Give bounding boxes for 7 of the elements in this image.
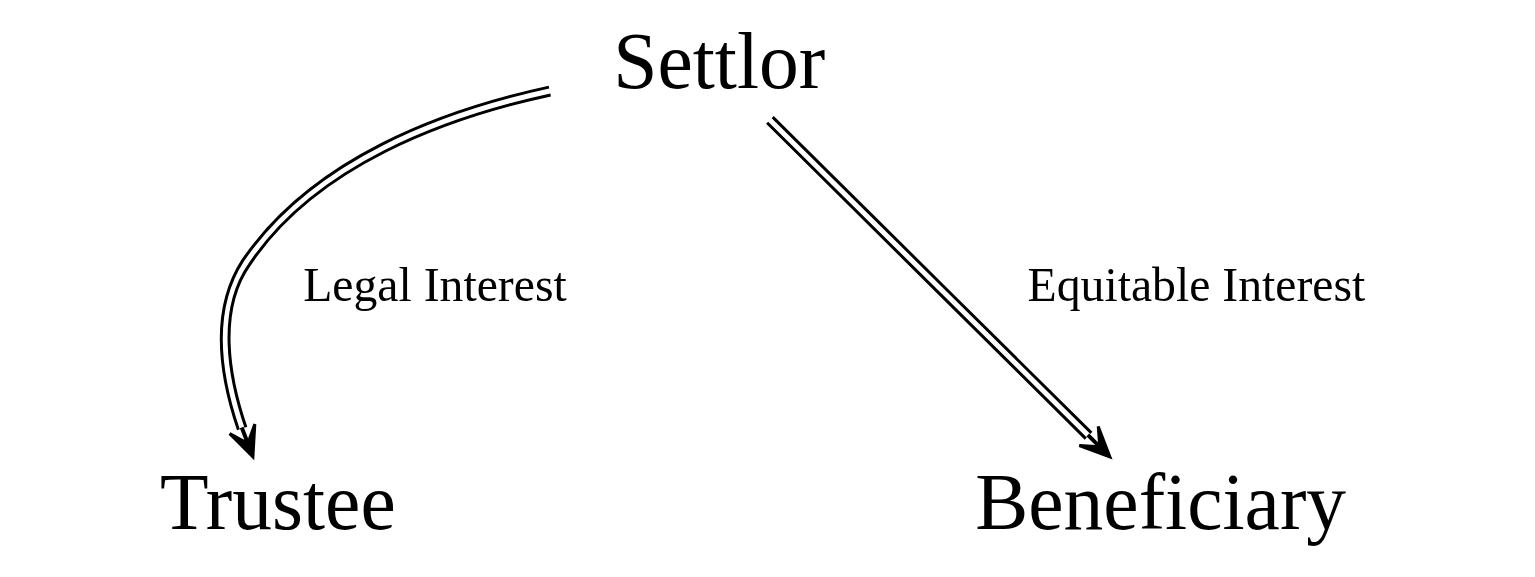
node-text: Settlor: [613, 16, 826, 105]
edge-label: Equitable Interest: [1027, 257, 1366, 311]
arrow: [766, 116, 1112, 459]
node-text: Trustee: [160, 458, 396, 547]
node-text: Beneficiary: [975, 458, 1347, 547]
edge-label: Legal Interest: [303, 257, 567, 311]
arrow: [220, 85, 551, 459]
